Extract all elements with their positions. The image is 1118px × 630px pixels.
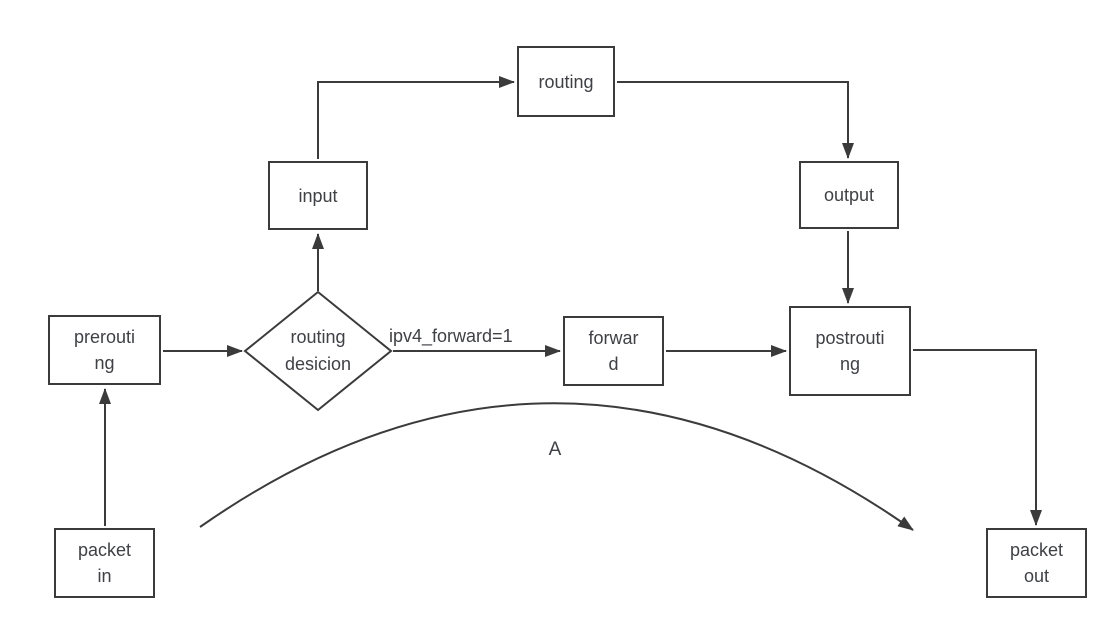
node-routing: routing — [517, 46, 615, 117]
node-label-line: ng — [94, 353, 115, 373]
edge-routing-output-arrow — [617, 81, 854, 159]
node-label-line: out — [1023, 566, 1050, 586]
edge-input-routing-arrow — [317, 76, 515, 159]
node-label-line: input — [298, 185, 338, 206]
node-label-line: desicion — [284, 354, 352, 374]
node-label-line: routing — [290, 327, 346, 347]
node-output: output — [799, 161, 899, 229]
node-forward: forwar d — [563, 316, 664, 386]
node-label-line: d — [608, 354, 619, 374]
node-label-line: output — [823, 185, 875, 205]
node-label-line: prerouti — [73, 327, 136, 347]
node-packet-in: packet in — [54, 528, 155, 598]
node-label-line: packet — [1009, 540, 1064, 560]
edge-postrouting-packetout-arrow — [913, 349, 1042, 526]
node-label-line: packet — [77, 540, 132, 560]
node-label-line: routing — [538, 71, 594, 92]
node-label-line: forwar — [588, 328, 639, 348]
edge-label-a: A — [548, 439, 562, 460]
edge-curved-bypass-arrow — [199, 402, 914, 531]
node-input: input — [268, 161, 368, 230]
edge-label-ipv4-forward: ipv4_forward=1 — [389, 326, 513, 346]
node-routing-decision: routing desicion — [258, 324, 378, 378]
node-postrouting: postrouti ng — [789, 306, 911, 396]
routing-decision-diamond-shape — [243, 290, 393, 412]
node-label-line: in — [97, 566, 112, 586]
node-prerouting: prerouti ng — [48, 315, 161, 385]
node-label-line: ng — [839, 354, 861, 374]
node-packet-out: packet out — [986, 528, 1087, 598]
node-label-line: postrouti — [815, 328, 885, 348]
